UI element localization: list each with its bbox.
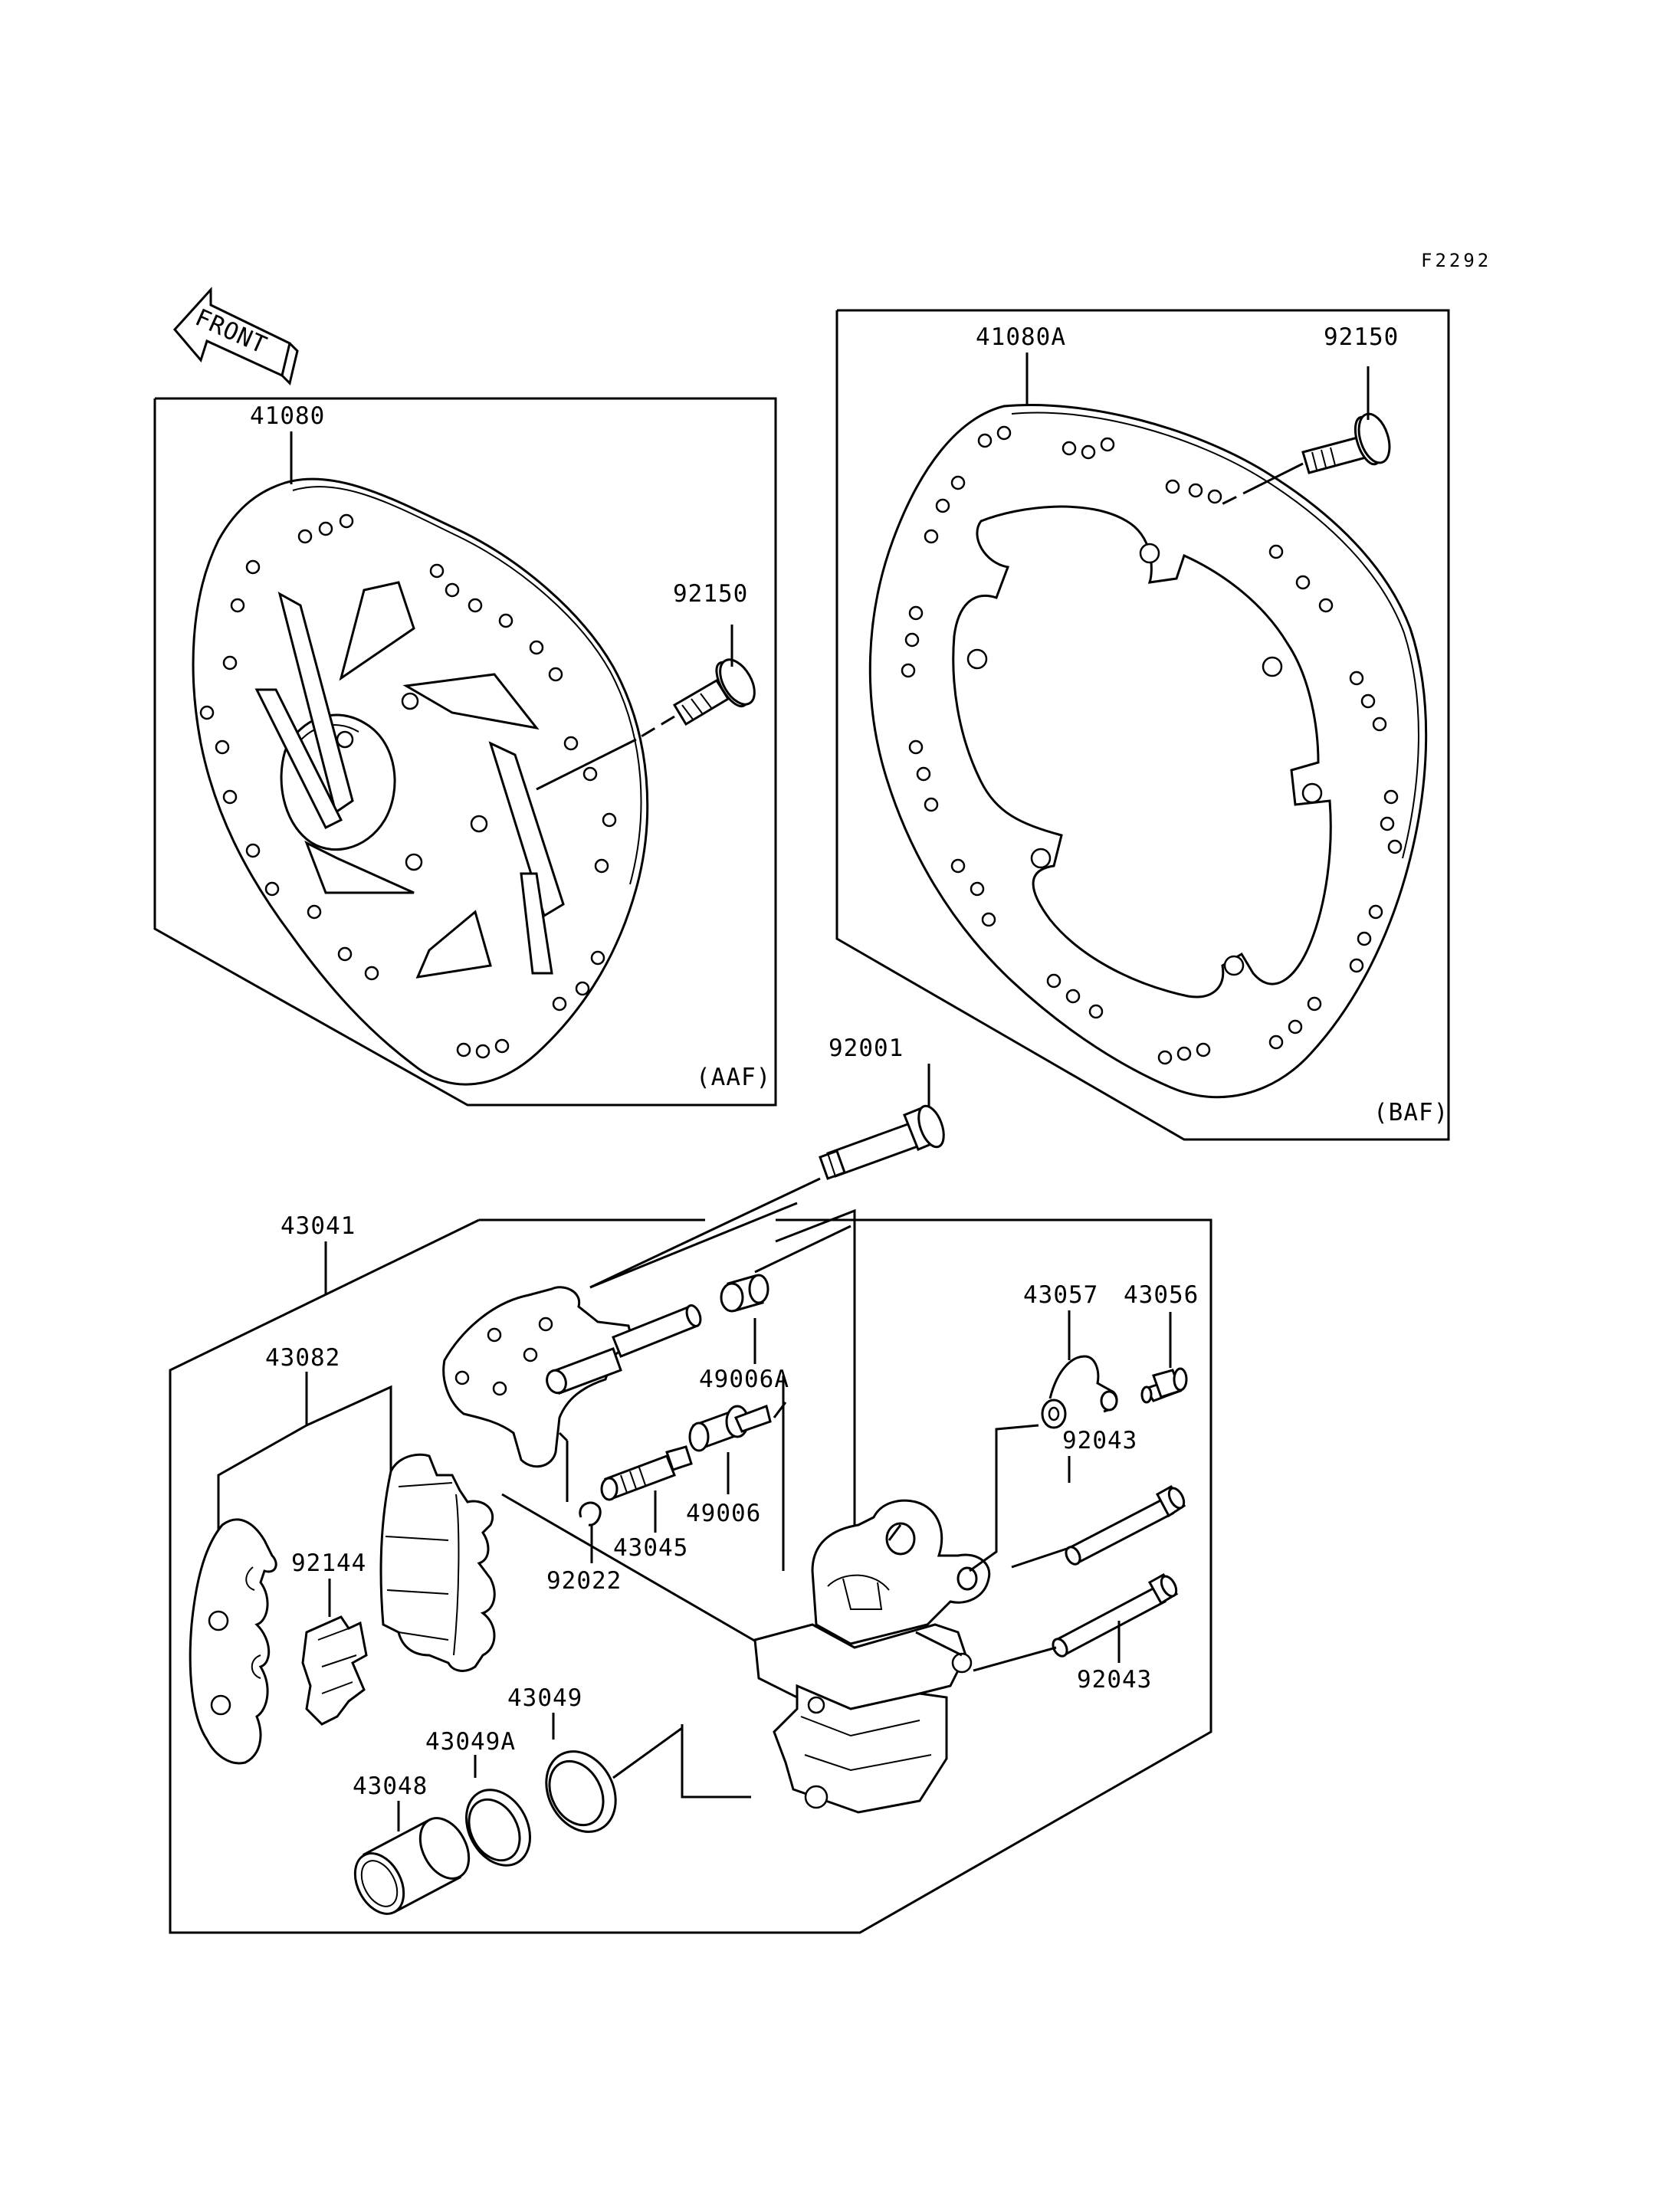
- label-43057: 43057: [1023, 1281, 1098, 1309]
- pin-92043-bottom: [973, 1573, 1179, 1672]
- disc-baf-holes: [901, 425, 1403, 1065]
- spring-92144: [301, 1579, 368, 1726]
- label-41080a: 41080A: [976, 323, 1066, 351]
- label-43049a: 43049A: [425, 1728, 516, 1756]
- label-43082: 43082: [265, 1344, 340, 1372]
- label-92043-top: 92043: [1062, 1427, 1137, 1454]
- label-43041: 43041: [281, 1212, 356, 1240]
- label-43045: 43045: [613, 1534, 688, 1562]
- label-43048: 43048: [353, 1772, 428, 1800]
- label-43049: 43049: [507, 1684, 582, 1712]
- caliper-bracket: [442, 1202, 798, 1468]
- bolt-92150-aaf: [536, 625, 756, 791]
- ring-92022: [558, 1431, 602, 1563]
- boot-49006a: [720, 1225, 851, 1364]
- disc-aaf-box: [153, 397, 777, 1107]
- boot-49006: [688, 1405, 772, 1494]
- label-49006a: 49006A: [699, 1366, 789, 1393]
- label-49006: 49006: [686, 1500, 761, 1527]
- caliper-box: [169, 1218, 1212, 1934]
- leader-pad-body: [501, 1493, 767, 1649]
- leader-boot: [773, 1402, 787, 1418]
- pin-92043-top: [1011, 1456, 1186, 1569]
- caliper-subframe: [681, 1208, 856, 1799]
- brake-pad-left: [189, 1518, 277, 1765]
- label-92150-aaf: 92150: [673, 580, 748, 608]
- brake-pad-right: [379, 1453, 496, 1672]
- bracket-43057: [969, 1310, 1118, 1572]
- seal-43049a: [465, 1755, 531, 1867]
- pin-43045: [600, 1445, 693, 1533]
- brake-disc-41080: [192, 477, 649, 1086]
- label-43056: 43056: [1124, 1281, 1199, 1309]
- label-aaf: (AAF): [696, 1064, 771, 1091]
- seal-43049: [545, 1713, 683, 1833]
- brake-disc-41080a: [868, 403, 1428, 1099]
- bolt-92001: [589, 1064, 945, 1289]
- label-baf: (BAF): [1373, 1099, 1449, 1126]
- front-arrow-icon: FRONT: [173, 287, 299, 385]
- label-92022: 92022: [546, 1567, 622, 1595]
- label-92043-bottom: 92043: [1077, 1666, 1152, 1694]
- figure-code: F2292: [1421, 250, 1491, 271]
- disc-baf-box: [835, 309, 1450, 1141]
- label-92150-baf: 92150: [1324, 323, 1399, 351]
- label-92144: 92144: [291, 1549, 366, 1577]
- bolt-92150-baf: [1218, 366, 1391, 507]
- piston-43048: [353, 1801, 471, 1915]
- pad-set-frame: [217, 1372, 392, 1556]
- label-92001: 92001: [829, 1035, 904, 1062]
- caliper-body: [753, 1499, 991, 1814]
- disc-aaf-holes: [199, 513, 617, 1059]
- valve-43056: [1140, 1312, 1188, 1404]
- label-41080: 41080: [250, 402, 325, 430]
